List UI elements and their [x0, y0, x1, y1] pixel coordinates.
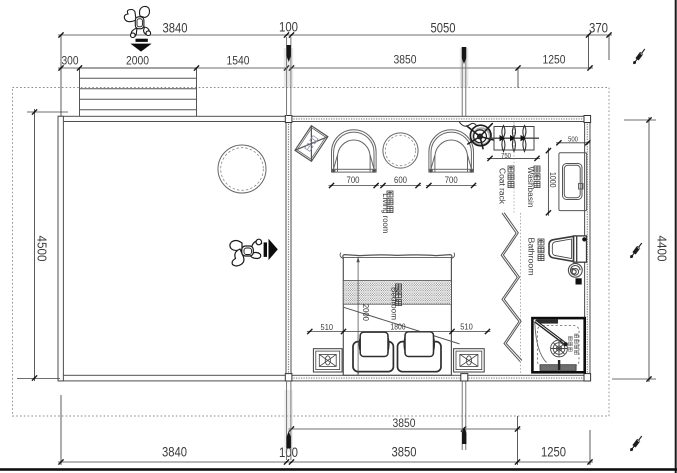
svg-text:300: 300 [62, 56, 79, 68]
svg-text:510: 510 [460, 322, 473, 332]
svg-text:3850: 3850 [392, 444, 417, 460]
svg-text:3840: 3840 [163, 20, 188, 36]
svg-text:1000: 1000 [548, 172, 557, 188]
svg-text:Coat rack: Coat rack [498, 168, 507, 205]
svg-text:100: 100 [279, 444, 298, 460]
svg-text:4500: 4500 [35, 236, 50, 262]
svg-text:3840: 3840 [162, 444, 187, 460]
svg-text:3850: 3850 [394, 55, 417, 67]
svg-text:1250: 1250 [543, 55, 566, 67]
svg-text:1250: 1250 [541, 444, 566, 460]
svg-text:2000: 2000 [126, 56, 149, 68]
svg-text:3850: 3850 [393, 418, 416, 430]
svg-text:370: 370 [589, 20, 608, 36]
svg-text:Bedroom: Bedroom [389, 287, 398, 320]
svg-text:1540: 1540 [227, 56, 250, 68]
svg-text:Bathroom: Bathroom [527, 238, 536, 276]
svg-text:2000: 2000 [361, 304, 371, 321]
svg-text:700: 700 [445, 175, 458, 186]
svg-text:100: 100 [279, 19, 298, 35]
svg-text:600: 600 [394, 175, 407, 186]
svg-text:4400: 4400 [655, 236, 670, 262]
svg-text:1800: 1800 [391, 322, 406, 332]
svg-text:510: 510 [321, 322, 334, 332]
svg-text:500: 500 [568, 137, 578, 144]
svg-text:5050: 5050 [431, 20, 456, 36]
svg-text:700: 700 [347, 175, 360, 186]
svg-text:750: 750 [501, 153, 511, 160]
svg-text:Washbasin: Washbasin [526, 167, 535, 208]
svg-text:Living room: Living room [381, 193, 390, 233]
